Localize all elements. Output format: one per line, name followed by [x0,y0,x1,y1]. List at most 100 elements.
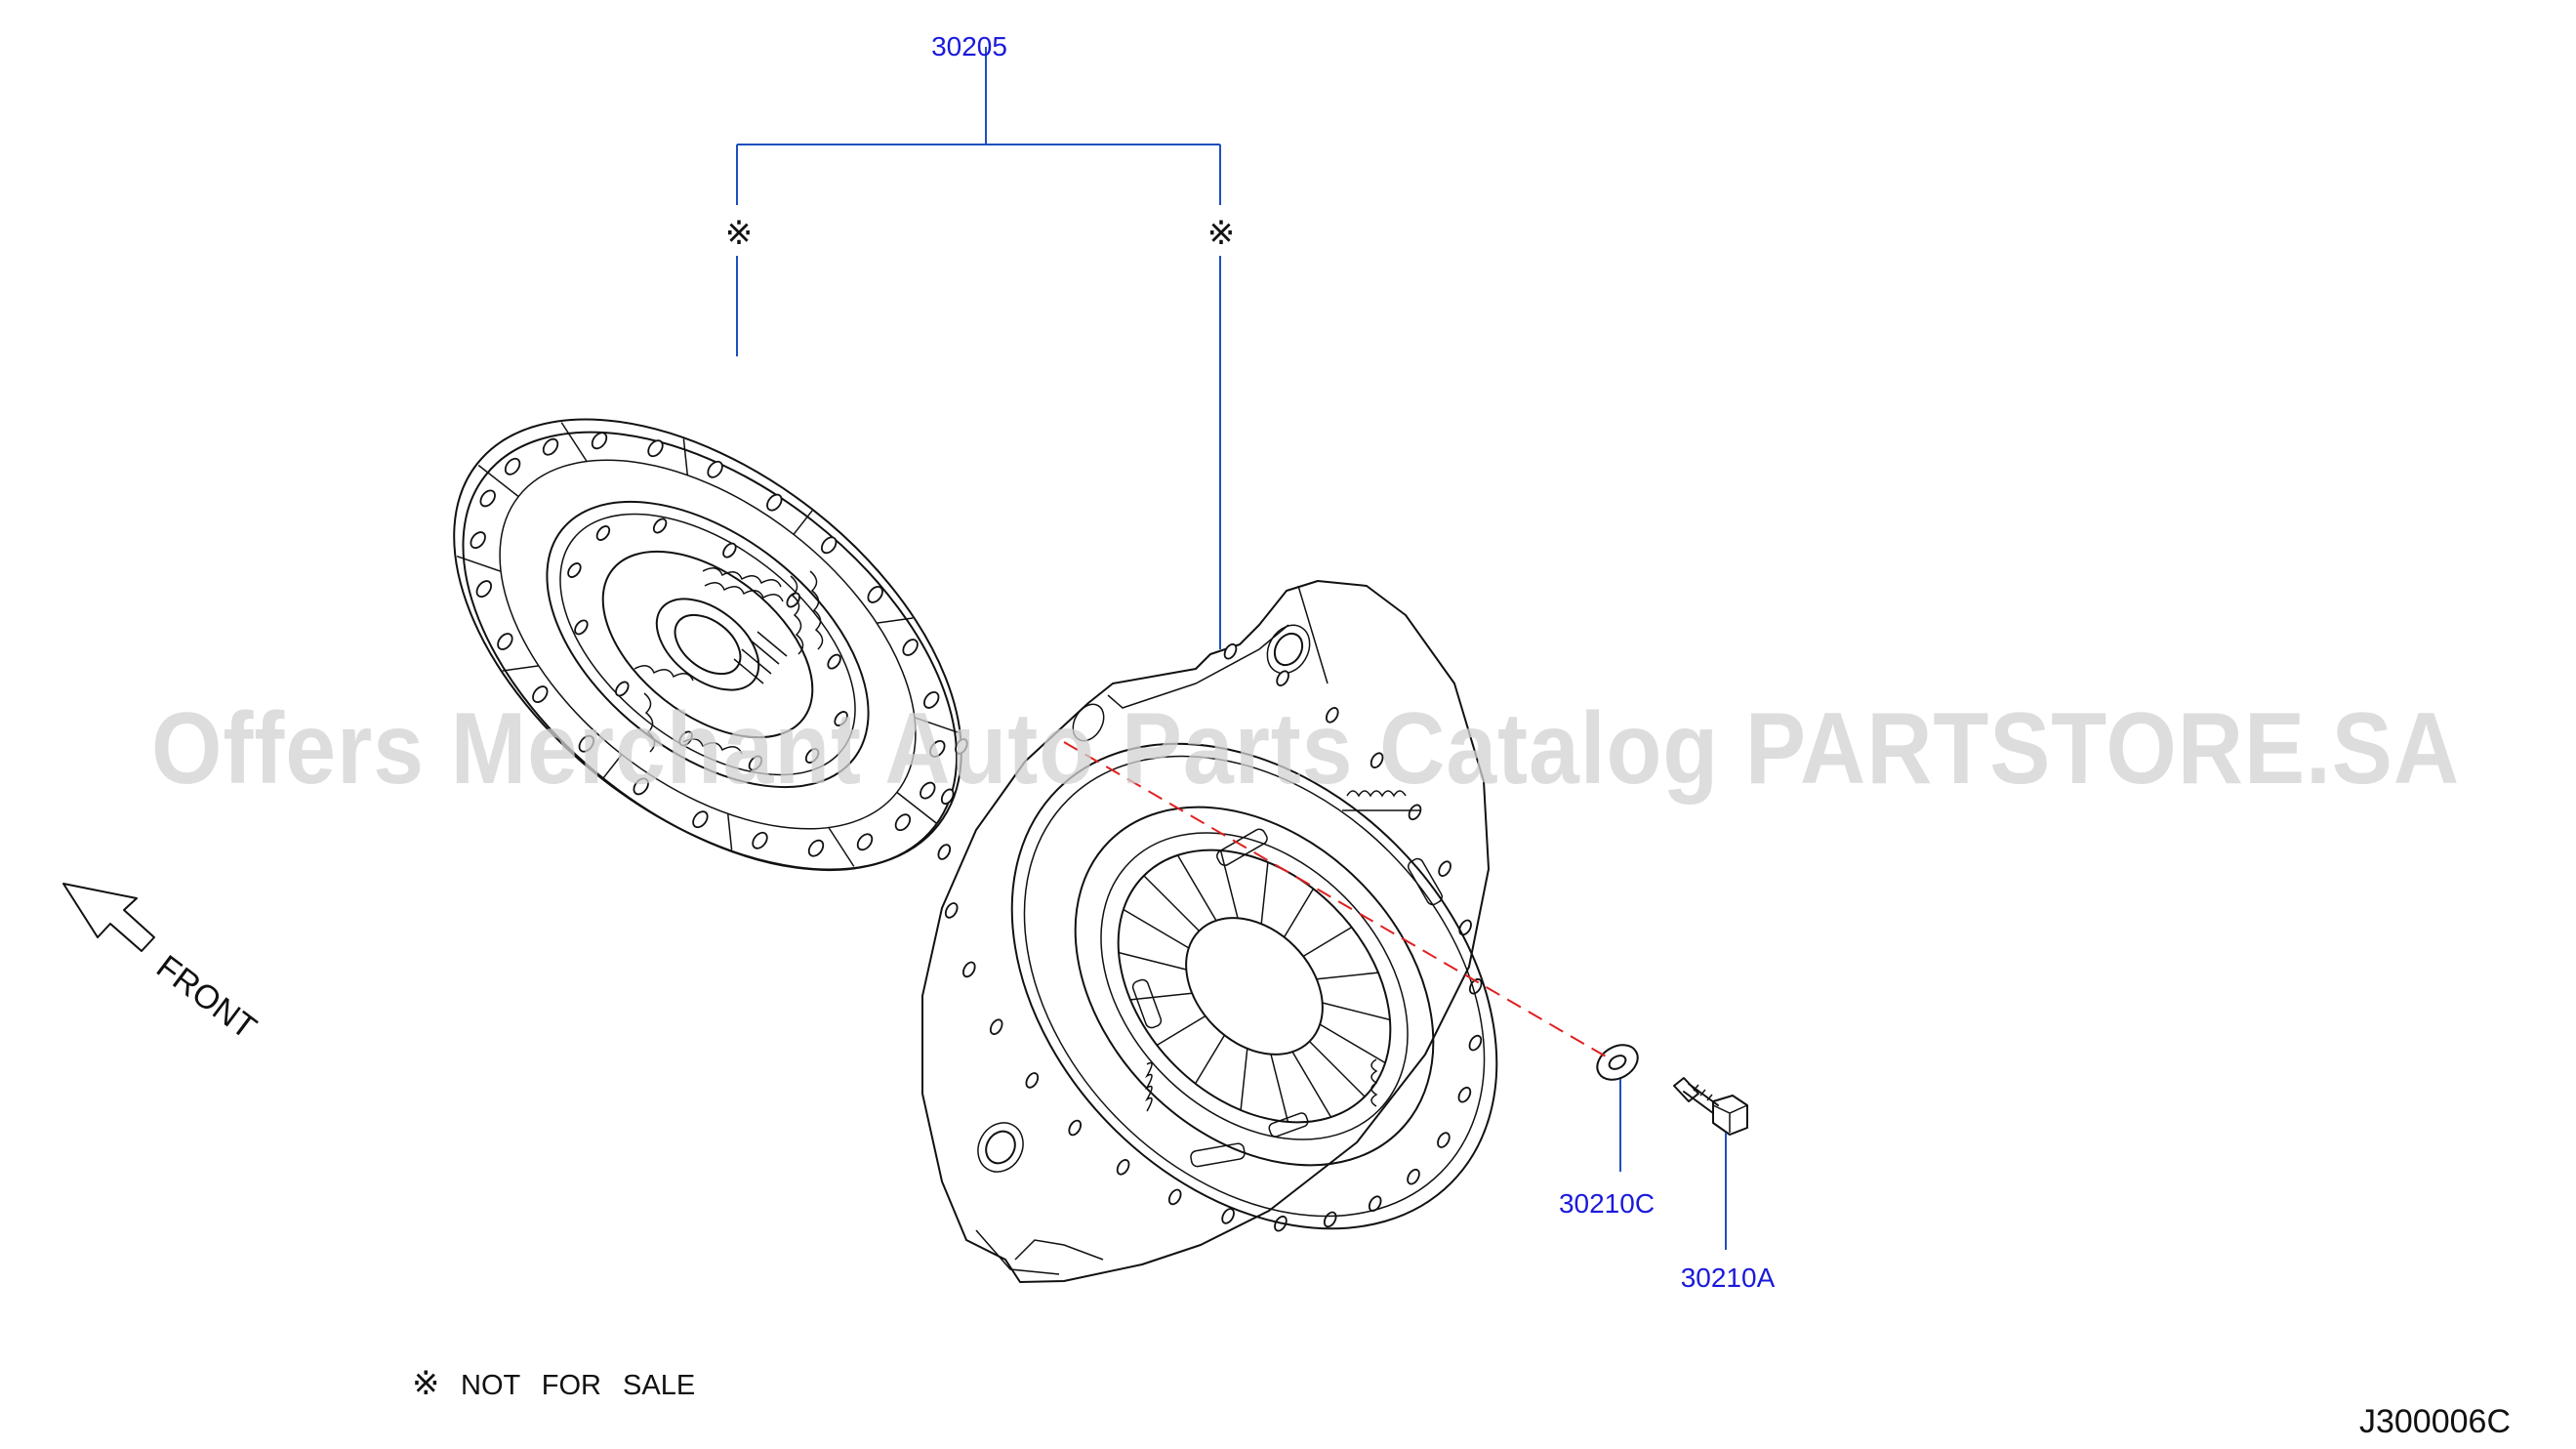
cover-rim-hole [1167,1188,1182,1206]
hub-rivet-hole [574,619,589,636]
cover-rim-hole [1276,670,1289,686]
front-label: FRONT [149,948,263,1047]
disc-rivet-hole [929,740,946,758]
cover-rim-hole [944,902,959,919]
disc-rivet-hole [902,639,919,656]
diaphragm-finger [1302,926,1353,958]
hub-rivet-hole [567,562,582,578]
disc-segment-line [456,555,502,572]
cover-rim-hole [1221,1208,1235,1224]
disc-segment-line [914,717,960,734]
hub-rivet-hole [748,755,763,771]
cover-rim-hole [1223,642,1238,660]
cover-rim-hole [1438,860,1452,877]
disc-rivet-hole [856,833,874,851]
disc-rivet-hole [821,536,838,555]
cover-rim-hole [989,1018,1003,1035]
diaphragm-finger [1260,861,1269,925]
disc-rivet-hole [578,734,594,753]
diaphragm-finger [1283,888,1315,938]
cover-rim-hole [955,738,968,755]
disc-rivet-hole [707,460,723,478]
disc-segment-line [877,617,914,624]
hub-rivet-hole [827,653,841,670]
disc-segment-line [896,791,938,825]
cover-rim-hole [1326,707,1339,724]
disc-segment-line [560,422,588,462]
disc-segment-line [793,510,813,535]
disc-segment-line [682,438,689,476]
diaphragm-finger [1270,1054,1289,1123]
callout-30205[interactable]: 30205 [931,31,1007,62]
leader-lines [736,47,1727,1250]
disc-segment-line [602,754,623,779]
disc-rivet-hole [633,777,649,796]
diaphragm-finger [1240,1048,1248,1111]
disc-rivet-hole [591,432,608,450]
bolt[interactable] [1673,1077,1748,1136]
hub-rivet-hole [722,542,737,559]
diaphragm-finger [1291,1051,1332,1118]
hub-rivet-hole [652,518,668,534]
callout-30210c[interactable]: 30210C [1559,1188,1655,1219]
washer[interactable] [1591,1038,1644,1087]
disc-rivet-hole [894,813,912,832]
not-for-sale-marker-cover: ※ [1207,214,1236,253]
diaphragm-finger [1176,854,1217,922]
hub-rivet-hole [786,592,800,608]
cover-rim-hole [1437,1132,1451,1148]
not-for-sale-marker-disc: ※ [725,214,754,253]
cover-rim-hole [937,844,952,860]
disc-segment-line [502,665,539,672]
hub-rivet-hole [615,681,630,697]
cover-rim-hole [1407,1168,1420,1185]
cover-rim-hole [1025,1072,1040,1089]
diaphragm-finger [1319,1023,1386,1064]
watermark: Offers Merchant Auto Parts Catalog PARTS… [151,692,2460,806]
diaphragm-finger [1316,972,1379,980]
disc-rivet-hole [807,839,825,857]
hub-rivet-hole [834,711,848,726]
front-arrow-icon [62,883,155,952]
cover-rim-hole [1370,752,1384,768]
diaphragm-finger [1156,1014,1206,1047]
disc-rivet-hole [504,457,521,476]
disc-rivet-hole [920,781,936,800]
hub-rivet-hole [595,525,611,541]
disc-rivet-hole [497,633,513,650]
disc-rivet-hole [532,685,549,703]
cover-rim-hole [1323,1211,1337,1228]
disc-rivet-hole [475,580,492,598]
cover-rim-hole [1116,1159,1130,1176]
legend-text: NOT FOR SALE [461,1370,695,1401]
callout-30210a[interactable]: 30210A [1681,1263,1776,1293]
disc-segment-line [828,827,855,867]
diaphragm-finger [1143,875,1200,932]
disc-segment-line [477,464,519,498]
cover-rim-hole [962,961,976,978]
diaphragm-finger [1194,1034,1226,1085]
disc-rivet-hole [470,531,486,549]
cover-rim-hole [1408,804,1422,821]
disc-rivet-hole [867,586,883,603]
cover-rim-hole [1457,1086,1472,1103]
disc-segment-line [726,813,733,850]
clutch-disc[interactable] [372,329,1043,959]
disc-rivet-hole [766,493,783,512]
disc-rivet-hole [752,831,768,849]
diaphragm-finger [1118,951,1187,971]
cover-rim-hole [1468,1034,1483,1052]
cover-rim-hole [1068,1119,1082,1137]
diaphragm-finger [1322,1002,1391,1021]
disc-rivet-hole [923,691,940,709]
disc-rivet-hole [647,439,664,458]
disc-rivet-hole [479,489,496,508]
hub-rivet-hole [804,748,820,764]
diaphragm-finger [1129,992,1193,1001]
center-axis-line [1063,741,1607,1057]
disc-rivet-hole [542,437,559,456]
clutch-cover[interactable] [917,580,1593,1324]
diaphragm-finger [1219,849,1239,919]
drawing-code: J300006C [2359,1403,2511,1440]
